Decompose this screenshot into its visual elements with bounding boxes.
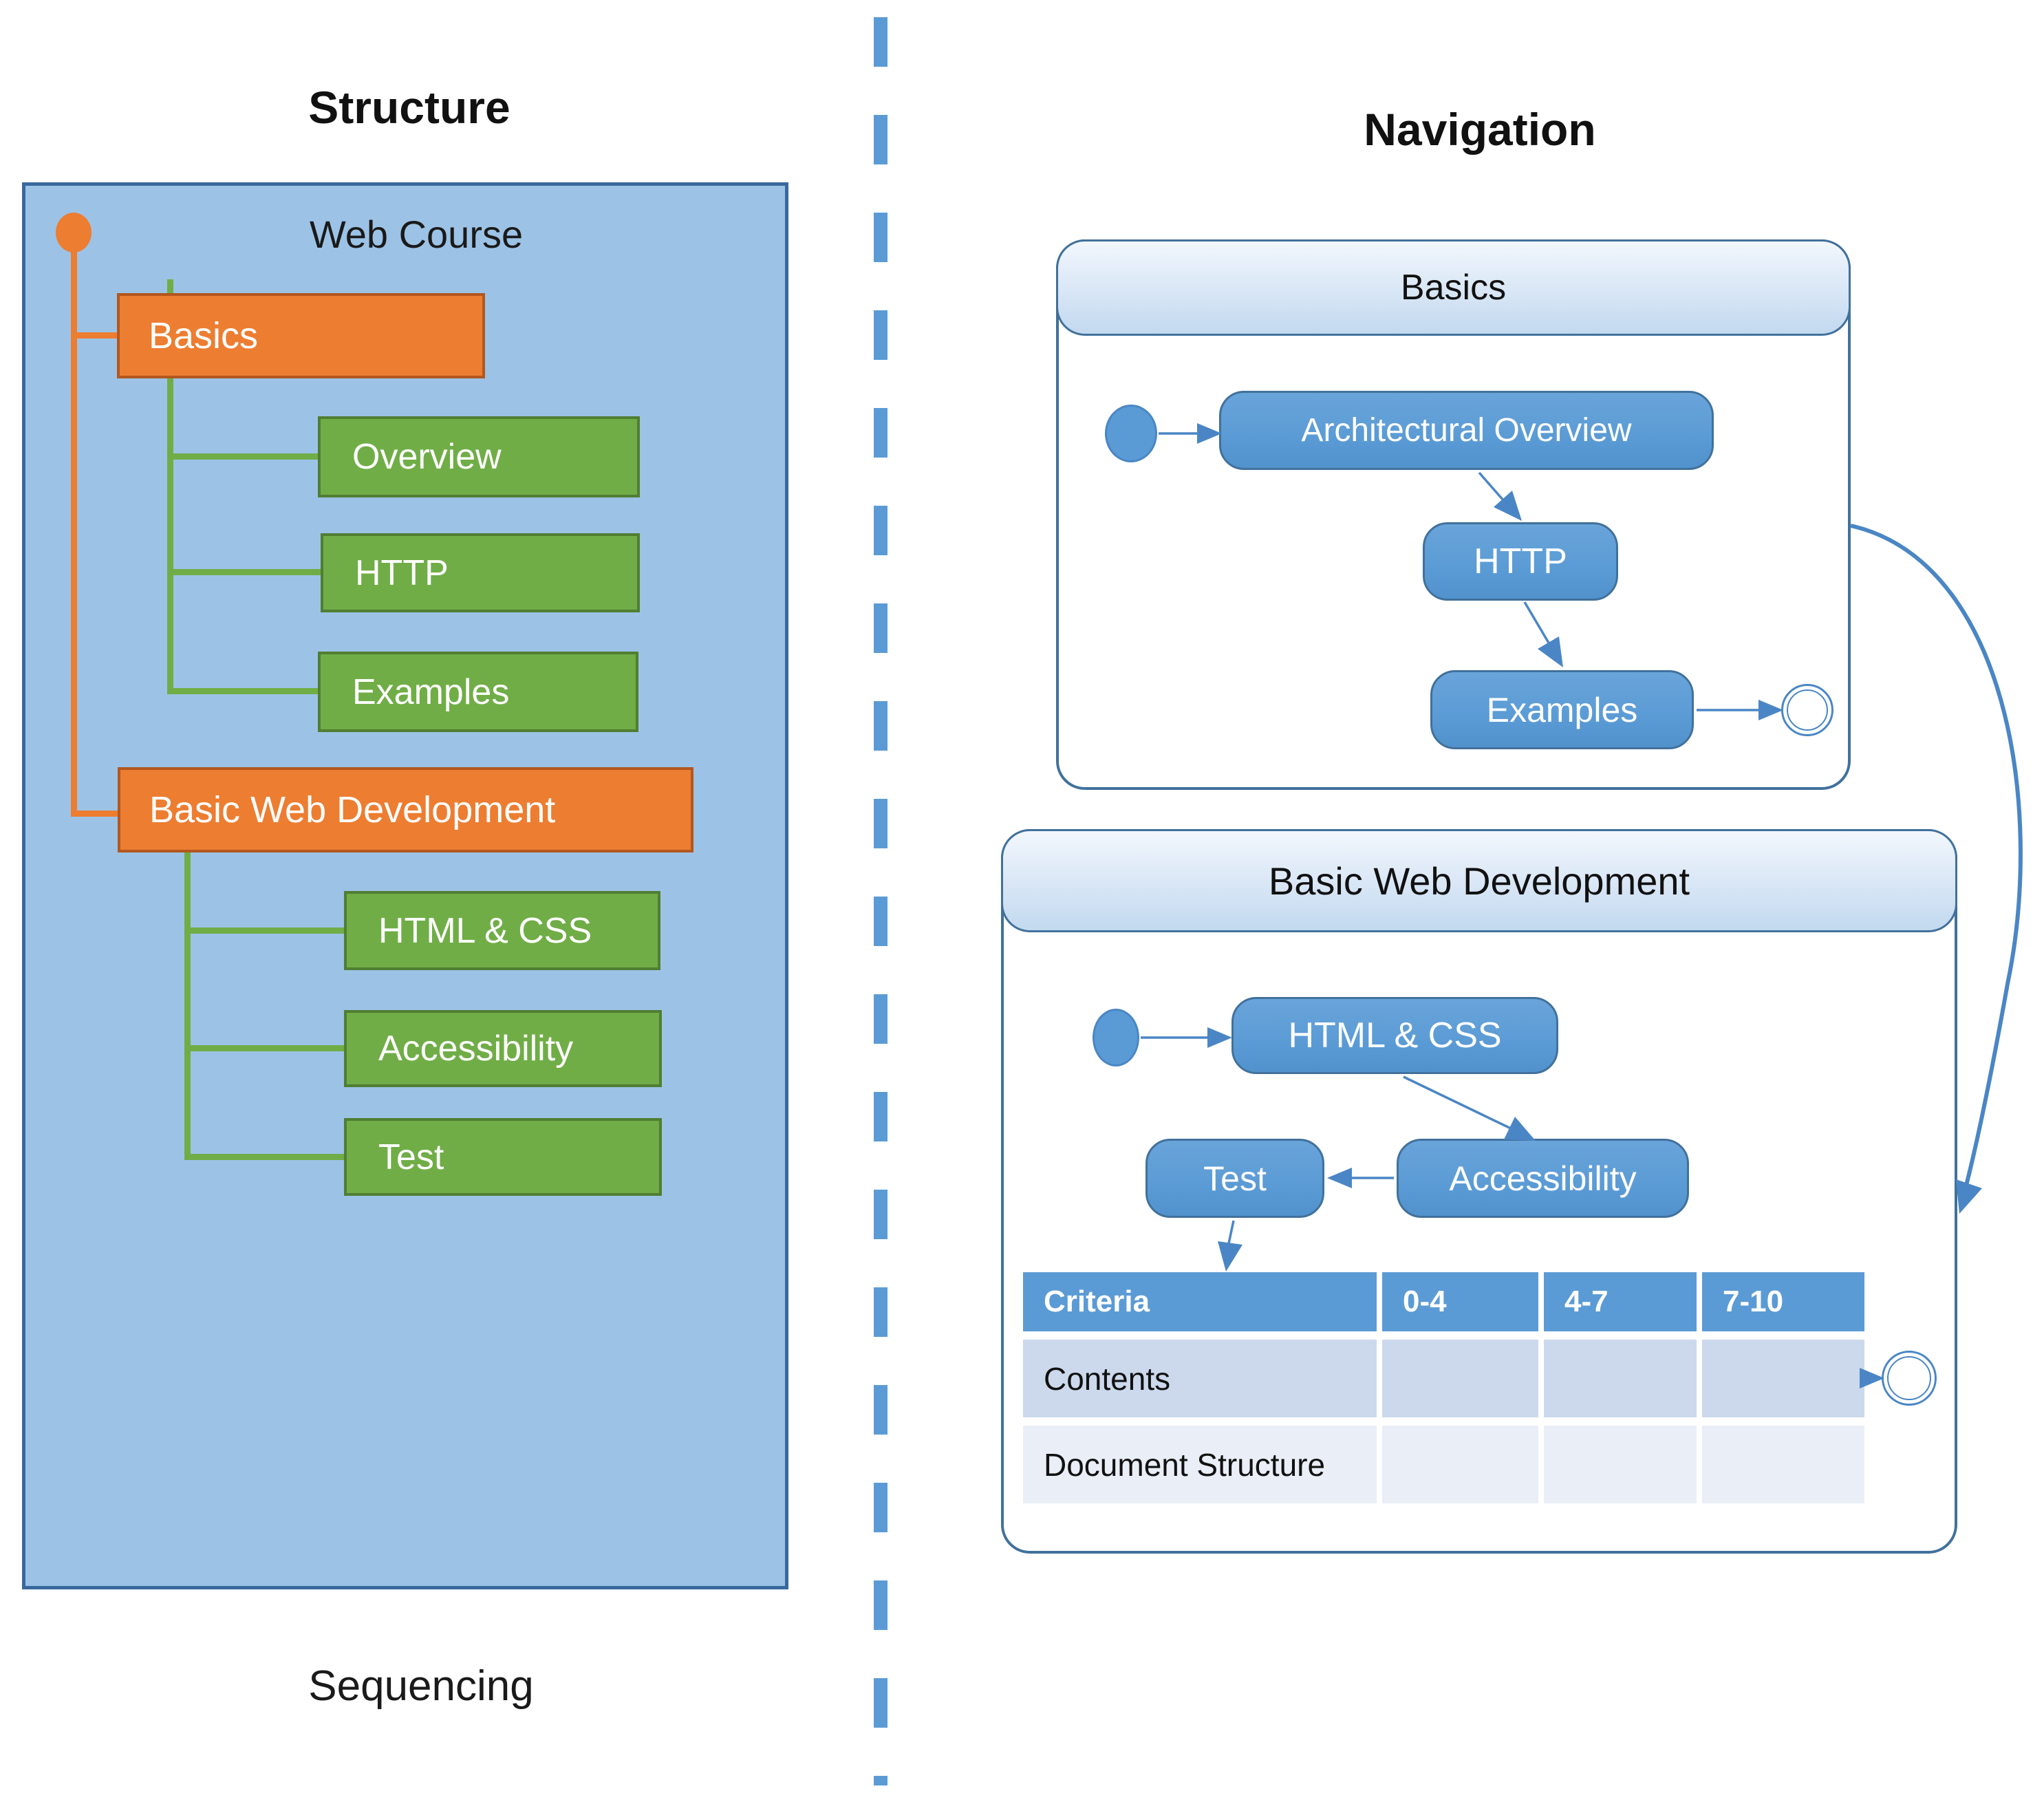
tree-tick-above-basics (167, 279, 173, 293)
bwd-panel-header: Basic Web Development (1001, 829, 1957, 932)
web-course-label: Web Course (309, 213, 524, 256)
sequencing-caption: Sequencing (308, 1662, 534, 1710)
tree-line-to-http (167, 569, 321, 575)
initial-state-icon (1105, 405, 1157, 462)
node-basics: Basics (117, 293, 485, 378)
column-header-0-4: 0-4 (1382, 1272, 1538, 1331)
section-divider (874, 17, 887, 1785)
state-examples: Examples (1430, 670, 1694, 749)
tree-line-to-test (184, 1154, 344, 1160)
tree-line-to-htmlcss (184, 927, 344, 934)
state-test: Test (1145, 1139, 1324, 1218)
tree-line-to-accessibility (184, 1045, 344, 1051)
table-cell-empty (1382, 1340, 1538, 1417)
column-header-4-7: 4-7 (1544, 1272, 1697, 1331)
final-state-icon (1781, 684, 1833, 736)
arrowhead-icon (1956, 1179, 1982, 1214)
tree-line-to-examples (167, 688, 319, 694)
root-start-dot-icon (56, 213, 92, 253)
table-row-contents-label: Contents (1023, 1340, 1377, 1417)
basics-panel-header: Basics (1056, 239, 1851, 336)
node-examples: Examples (318, 652, 638, 732)
tree-line-to-bwd (71, 811, 118, 817)
node-accessibility: Accessibility (344, 1010, 662, 1087)
tree-line-basics-vertical (167, 378, 173, 694)
table-cell-empty (1544, 1426, 1697, 1503)
initial-state-icon-2 (1093, 1009, 1139, 1066)
node-basic-web-development: Basic Web Development (118, 767, 693, 852)
tree-line-root-vertical (71, 248, 77, 817)
node-http: HTTP (321, 533, 640, 612)
state-html-css: HTML & CSS (1231, 997, 1558, 1074)
structure-title: Structure (308, 81, 510, 133)
final-state-icon-2 (1882, 1351, 1937, 1406)
node-html-css: HTML & CSS (344, 891, 660, 970)
table-cell-empty (1702, 1426, 1864, 1503)
table-cell-empty (1382, 1426, 1538, 1503)
node-overview: Overview (318, 416, 640, 497)
state-accessibility: Accessibility (1397, 1139, 1689, 1218)
table-row-document-structure-label: Document Structure (1023, 1426, 1377, 1503)
tree-line-bwd-vertical (184, 852, 191, 1160)
column-header-7-10: 7-10 (1702, 1272, 1864, 1331)
column-header-criteria: Criteria (1023, 1272, 1377, 1331)
navigation-title: Navigation (1364, 103, 1596, 155)
state-architectural-overview: Architectural Overview (1219, 391, 1714, 470)
tree-line-to-overview (167, 453, 318, 460)
tree-line-to-basics (71, 332, 117, 339)
node-test: Test (344, 1118, 662, 1196)
web-course-panel (22, 182, 788, 1589)
table-cell-empty (1544, 1340, 1697, 1417)
table-cell-empty (1702, 1340, 1864, 1417)
state-http: HTTP (1423, 522, 1618, 601)
